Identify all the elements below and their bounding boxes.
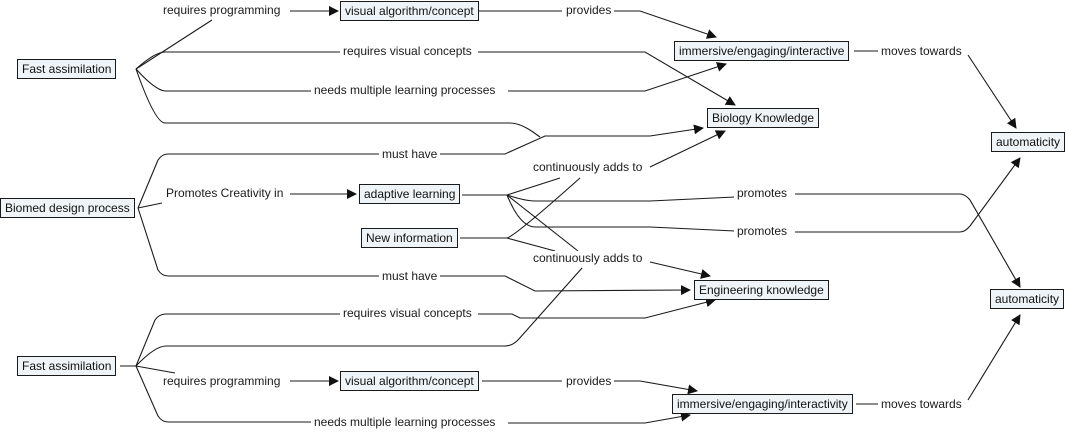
concept-immersive-interactive[interactable]: immersive/engaging/interactive bbox=[674, 41, 850, 61]
concept-visual-algorithm-top[interactable]: visual algorithm/concept bbox=[340, 1, 479, 21]
link-continuously-adds-to-top[interactable]: continuously adds to bbox=[530, 160, 646, 174]
line-needs2-to-immersive bbox=[508, 411, 691, 424]
line-fast1-to-biology bbox=[135, 68, 541, 138]
concept-visual-algorithm-bottom[interactable]: visual algorithm/concept bbox=[340, 371, 479, 391]
concept-fast-assimilation-bottom[interactable]: Fast assimilation bbox=[17, 356, 117, 376]
link-needs-multiple-learning-bottom[interactable]: needs multiple learning processes bbox=[311, 415, 499, 429]
line-fast2-to-req-vis bbox=[120, 313, 340, 367]
link-promotes-top[interactable]: promotes bbox=[734, 186, 791, 200]
line-biomed-to-promotes bbox=[137, 202, 163, 209]
line-adaptive-to-promotes1 bbox=[506, 194, 736, 202]
line-fast2-to-req-prog bbox=[135, 365, 176, 374]
link-provides-top[interactable]: provides bbox=[563, 3, 615, 17]
link-needs-multiple-learning-top[interactable]: needs multiple learning processes bbox=[311, 83, 499, 97]
line-fast2-to-cont2 bbox=[135, 267, 583, 367]
line-newinfo-to-cont1 bbox=[460, 177, 581, 239]
line-adaptive-to-promotes2 bbox=[506, 194, 736, 232]
concept-fast-assimilation-top[interactable]: Fast assimilation bbox=[17, 59, 117, 79]
line-must1-to-biology bbox=[440, 124, 704, 155]
line-fast1-to-needs bbox=[135, 68, 312, 92]
line-reqvis1-to-biology bbox=[478, 51, 736, 106]
line-fast1-to-req-prog bbox=[135, 19, 213, 70]
link-promotes-creativity-in[interactable]: Promotes Creativity in bbox=[163, 186, 287, 200]
link-requires-visual-concepts-top[interactable]: requires visual concepts bbox=[340, 44, 475, 58]
link-promotes-bottom[interactable]: promotes bbox=[734, 224, 791, 238]
link-must-have-top[interactable]: must have bbox=[379, 147, 441, 161]
link-continuously-adds-to-bottom[interactable]: continuously adds to bbox=[530, 251, 646, 265]
line-cont2-to-engineering bbox=[649, 261, 711, 279]
line-moves2-to-auto2 bbox=[967, 314, 1021, 401]
link-requires-programming-top[interactable]: requires programming bbox=[160, 3, 284, 17]
link-requires-visual-concepts-bottom[interactable]: requires visual concepts bbox=[340, 306, 475, 320]
line-cont1-to-biology bbox=[649, 130, 726, 168]
concept-automaticity-top[interactable]: automaticity bbox=[991, 132, 1066, 152]
concept-biomed-design-process[interactable]: Biomed design process bbox=[0, 198, 135, 218]
line-adaptive-to-cont2 bbox=[506, 194, 579, 252]
concept-new-information[interactable]: New information bbox=[361, 228, 458, 248]
line-provides2-to-immersive bbox=[614, 380, 698, 395]
line-must2-to-engineering bbox=[440, 275, 691, 296]
line-fast2-to-needs bbox=[135, 365, 312, 423]
link-must-have-bottom[interactable]: must have bbox=[379, 269, 441, 283]
line-reqvis2-to-engineering bbox=[478, 297, 716, 319]
line-promotes1-to-auto2 bbox=[795, 193, 1021, 288]
concept-biology-knowledge[interactable]: Biology Knowledge bbox=[707, 108, 820, 128]
line-adaptive-to-cont1 bbox=[462, 177, 561, 196]
line-newinfo-to-cont2 bbox=[506, 237, 556, 252]
line-moves1-to-auto1 bbox=[967, 54, 1017, 129]
line-needs1-to-immersive bbox=[508, 62, 727, 92]
line-provides1-to-immersive bbox=[614, 10, 717, 39]
line-biomed-to-must2 bbox=[137, 207, 380, 277]
line-fast1-to-req-vis bbox=[135, 51, 340, 70]
concept-adaptive-learning[interactable]: adaptive learning bbox=[359, 184, 461, 204]
concept-engineering-knowledge[interactable]: Engineering knowledge bbox=[694, 280, 829, 300]
line-promotes2-to-auto1 bbox=[795, 157, 1021, 233]
link-provides-bottom[interactable]: provides bbox=[563, 374, 615, 388]
link-moves-towards-top[interactable]: moves towards bbox=[878, 44, 965, 58]
concept-immersive-interactivity[interactable]: immersive/engaging/interactivity bbox=[672, 394, 853, 414]
concept-automaticity-bottom[interactable]: automaticity bbox=[990, 289, 1065, 309]
line-biomed-to-must1 bbox=[137, 153, 380, 209]
link-requires-programming-bottom[interactable]: requires programming bbox=[160, 374, 284, 388]
link-moves-towards-bottom[interactable]: moves towards bbox=[878, 397, 965, 411]
